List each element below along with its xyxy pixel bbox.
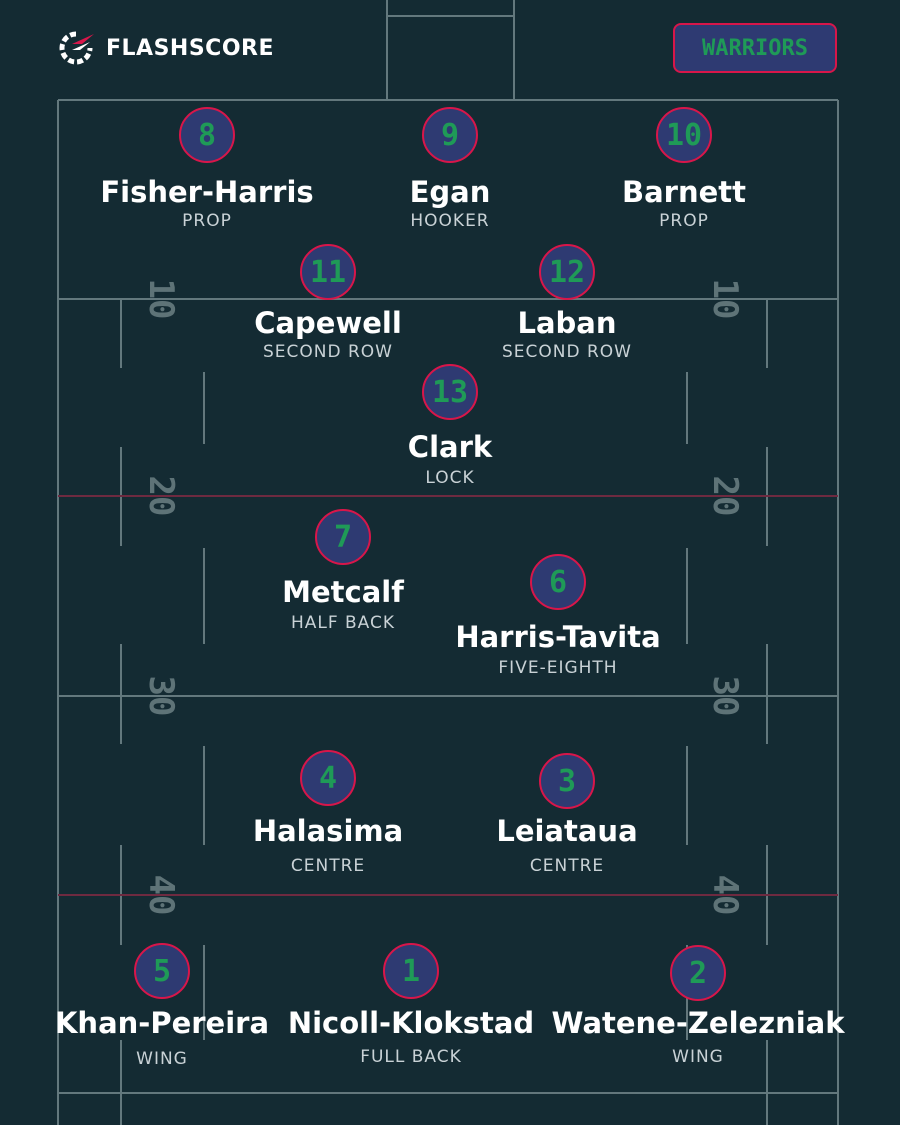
team-badge: WARRIORS (673, 23, 837, 73)
player-name: Clark (407, 430, 493, 464)
player-position: HALF BACK (290, 613, 396, 633)
player-position: LOCK (425, 468, 475, 488)
player-position: FULL BACK (360, 1047, 462, 1067)
brand-name: FLASHSCORE (106, 35, 274, 61)
jersey-number: 1 (383, 943, 439, 999)
player-name: Capewell (254, 306, 402, 340)
yard-label: 30 (141, 676, 181, 717)
player-position: FIVE-EIGHTH (498, 658, 618, 678)
player-name: Halasima (252, 814, 404, 848)
yard-label: 10 (705, 279, 745, 320)
jersey-number: 10 (656, 107, 712, 163)
yard-label: 20 (141, 476, 181, 517)
brand-logo: FLASHSCORE (58, 30, 274, 66)
player-name: Khan-Pereira (54, 1006, 270, 1040)
yard-label: 40 (141, 875, 181, 916)
player-name: Harris-Tavita (455, 620, 661, 654)
yard-label: 30 (705, 676, 745, 717)
player-position: SECOND ROW (263, 342, 393, 362)
player-position: SECOND ROW (502, 342, 632, 362)
player-name: Fisher-Harris (100, 175, 314, 209)
player-name: Metcalf (282, 575, 404, 609)
player-position: WING (136, 1049, 188, 1069)
yard-label: 40 (705, 875, 745, 916)
player-name: Barnett (621, 175, 746, 209)
player-position: CENTRE (529, 856, 605, 876)
flashscore-logo-icon (59, 31, 94, 65)
player-position: WING (672, 1047, 724, 1067)
player-name: Leiataua (496, 814, 638, 848)
yard-label: 20 (705, 476, 745, 517)
player-name: Laban (517, 306, 617, 340)
player-name: Nicoll-Klokstad (287, 1006, 535, 1040)
yard-label: 10 (141, 279, 181, 320)
player-position: CENTRE (290, 856, 366, 876)
jersey-number: 8 (179, 107, 235, 163)
jersey-number: 7 (315, 509, 371, 565)
jersey-number: 11 (300, 244, 356, 300)
jersey-number: 2 (670, 945, 726, 1001)
player-name: Egan (409, 175, 491, 209)
jersey-number: 6 (530, 554, 586, 610)
jersey-number: 13 (422, 364, 478, 420)
jersey-number: 9 (422, 107, 478, 163)
player-position: HOOKER (410, 211, 490, 231)
player-name: Watene-Zelezniak (551, 1006, 845, 1040)
player-position: PROP (182, 211, 232, 231)
jersey-number: 4 (300, 750, 356, 806)
jersey-number: 12 (539, 244, 595, 300)
jersey-number: 5 (134, 943, 190, 999)
player-position: PROP (659, 211, 709, 231)
jersey-number: 3 (539, 753, 595, 809)
